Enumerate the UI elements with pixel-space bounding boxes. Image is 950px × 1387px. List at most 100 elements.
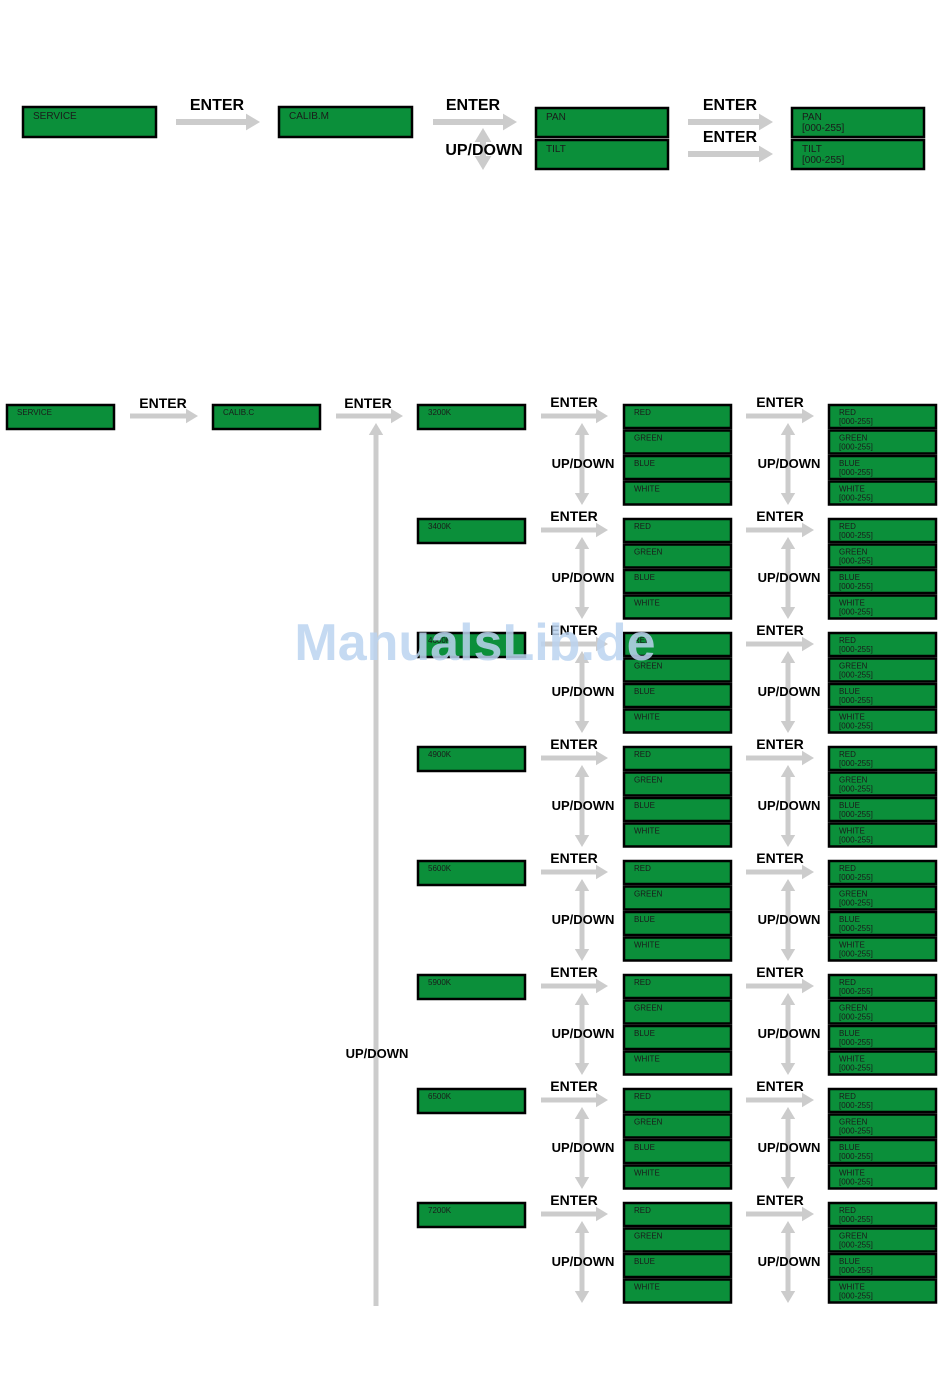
- value-box-white-text: [000-255]: [839, 494, 873, 503]
- value-box-green-frame: [827, 429, 938, 455]
- channel-box-white: WHITE: [622, 594, 733, 620]
- top-enter-arrow-4-head: [759, 145, 773, 163]
- value-box-white: WHITE[000-255]: [827, 480, 938, 506]
- channel-enter-label-6: ENTER: [756, 1078, 803, 1094]
- value-box-blue-text: [000-255]: [839, 810, 873, 819]
- top-pan-value-box-text: [000-255]: [802, 123, 844, 134]
- value-box-white-text: [000-255]: [839, 1178, 873, 1187]
- channel-box-white-frame: [622, 936, 733, 962]
- value-box-green-frame: [827, 771, 938, 797]
- value-box-blue-text: BLUE: [839, 573, 860, 582]
- channel-updown-arrow-4: [574, 879, 590, 961]
- bottom-updown-main-arrow: [368, 423, 384, 1306]
- channel-enter-arrow-0-head: [802, 408, 814, 424]
- channel-box-red-text: RED: [634, 522, 651, 531]
- channel-box-blue: BLUE: [622, 1138, 733, 1165]
- value-box-red-text: RED: [839, 408, 856, 417]
- temp-box-3200k: 3200K: [416, 403, 527, 431]
- channel-enter-arrow-0: [746, 408, 814, 424]
- value-box-red-text: RED: [839, 636, 856, 645]
- temp-enter-arrow-7-head: [596, 1206, 608, 1222]
- channel-box-green: GREEN: [622, 1113, 733, 1139]
- channel-box-white: WHITE: [622, 936, 733, 962]
- channel-box-white-frame: [622, 1050, 733, 1076]
- value-box-green: GREEN[000-255]: [827, 543, 938, 569]
- channel-updown-arrow-4-head-up: [574, 879, 590, 891]
- value-box-white-frame: [827, 936, 938, 962]
- channel-box-white-frame: [622, 822, 733, 848]
- channel-box-red: RED: [622, 973, 733, 1000]
- value-updown-arrow-0: [780, 423, 796, 505]
- top-enter-arrow-4: [688, 145, 773, 163]
- value-box-red-text: [000-255]: [839, 417, 873, 426]
- channel-box-green-text: GREEN: [634, 434, 663, 443]
- temp-box-7200k: 7200K: [416, 1201, 527, 1229]
- channel-box-red-frame: [622, 745, 733, 772]
- channel-box-white: WHITE: [622, 1278, 733, 1304]
- value-box-white-text: [000-255]: [839, 608, 873, 617]
- value-box-white-text: [000-255]: [839, 1064, 873, 1073]
- value-box-green-text: [000-255]: [839, 1241, 873, 1250]
- value-updown-arrow-1-head-up: [780, 537, 796, 549]
- channel-box-blue-frame: [622, 568, 733, 595]
- channel-updown-label-3: UP/DOWN: [552, 798, 615, 813]
- value-box-white-text: WHITE: [839, 1283, 865, 1292]
- value-box-blue-frame: [827, 1252, 938, 1279]
- value-box-white-frame: [827, 822, 938, 848]
- channel-box-blue-text: BLUE: [634, 1257, 655, 1266]
- temp-box-5600k-text: 5600K: [428, 864, 452, 873]
- value-box-white-text: WHITE: [839, 713, 865, 722]
- value-box-white: WHITE[000-255]: [827, 708, 938, 734]
- value-box-blue-frame: [827, 910, 938, 937]
- temp-enter-label-6: ENTER: [550, 1078, 597, 1094]
- value-box-green-text: GREEN: [839, 662, 868, 671]
- channel-box-red: RED: [622, 517, 733, 544]
- value-box-red-text: RED: [839, 522, 856, 531]
- value-box-white-text: WHITE: [839, 1169, 865, 1178]
- temp-enter-label-5: ENTER: [550, 964, 597, 980]
- value-updown-label-0: UP/DOWN: [758, 456, 821, 471]
- channel-box-red-text: RED: [634, 750, 651, 759]
- top-enter-arrow-1-head: [246, 113, 260, 131]
- channel-box-blue-frame: [622, 454, 733, 481]
- value-box-green: GREEN[000-255]: [827, 885, 938, 911]
- channel-box-green-frame: [622, 543, 733, 569]
- channel-box-green: GREEN: [622, 1227, 733, 1253]
- temp-enter-arrow-2-head: [596, 636, 608, 652]
- value-box-blue-text: [000-255]: [839, 468, 873, 477]
- channel-box-blue-frame: [622, 1138, 733, 1165]
- top-tilt-box-frame: [534, 138, 670, 171]
- channel-box-green-text: GREEN: [634, 1118, 663, 1127]
- top-updown-label: UP/DOWN: [445, 142, 522, 159]
- value-box-red-frame: [827, 973, 938, 1000]
- value-box-blue: BLUE[000-255]: [827, 1138, 938, 1165]
- value-box-blue: BLUE[000-255]: [827, 1252, 938, 1279]
- value-box-blue-text: [000-255]: [839, 1266, 873, 1275]
- channel-box-blue-frame: [622, 1024, 733, 1051]
- channel-enter-label-0: ENTER: [756, 394, 803, 410]
- top-tilt-box-text: TILT: [546, 144, 566, 155]
- channel-box-green-text: GREEN: [634, 662, 663, 671]
- value-updown-arrow-5-head-up: [780, 993, 796, 1005]
- channel-box-white: WHITE: [622, 822, 733, 848]
- channel-updown-arrow-3-head-up: [574, 765, 590, 777]
- value-updown-arrow-2: [780, 651, 796, 733]
- channel-updown-arrow-7-head-down: [574, 1291, 590, 1303]
- channel-updown-arrow-5: [574, 993, 590, 1075]
- temp-enter-label-7: ENTER: [550, 1192, 597, 1208]
- channel-box-red-frame: [622, 403, 733, 430]
- channel-enter-arrow-5: [746, 978, 814, 994]
- channel-enter-arrow-1: [746, 522, 814, 538]
- value-box-red-text: [000-255]: [839, 759, 873, 768]
- value-box-blue-frame: [827, 568, 938, 595]
- channel-box-white: WHITE: [622, 1164, 733, 1190]
- top-enter-arrow-2-head: [503, 113, 517, 131]
- channel-enter-label-2: ENTER: [756, 622, 803, 638]
- channel-updown-arrow-2: [574, 651, 590, 733]
- top-pan-box: PAN: [534, 106, 670, 139]
- top-pan-value-box: PAN[000-255]: [790, 106, 926, 139]
- value-box-red-frame: [827, 745, 938, 772]
- top-calib-box-text: CALIB.M: [289, 111, 329, 122]
- value-box-red-text: RED: [839, 1206, 856, 1215]
- value-box-blue-text: BLUE: [839, 459, 860, 468]
